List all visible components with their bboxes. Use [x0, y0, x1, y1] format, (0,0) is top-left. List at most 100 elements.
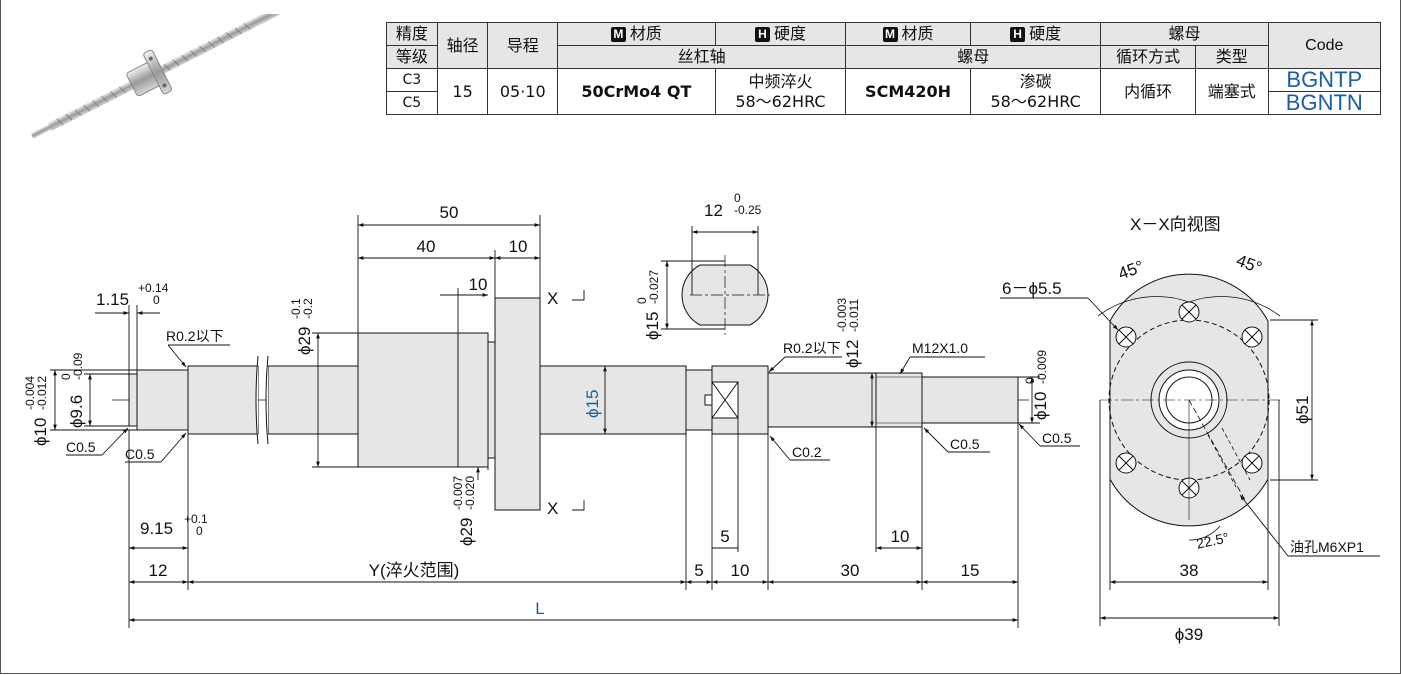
cell-grade-c5: C5: [386, 91, 438, 115]
dim-10-c: 10: [731, 561, 750, 580]
wrench-flat-mark: [704, 381, 739, 419]
hdr-lead: 导程: [487, 22, 559, 69]
material-badge-icon: M: [610, 27, 626, 42]
note-r02-left: R0.2以下: [166, 328, 224, 344]
hdr-precision: 精度: [386, 22, 438, 46]
note-oil-hole: 油孔M6XP1: [1290, 539, 1364, 555]
hdr-material-2-label: 材质: [901, 24, 934, 43]
material-badge-icon: M: [882, 27, 898, 42]
hdr-hardness-2-label: 硬度: [1029, 24, 1062, 43]
angle-45-left: 45°: [1116, 257, 1147, 284]
break-marks: [255, 355, 269, 445]
dim-phi29-top: ϕ29: [295, 327, 314, 355]
flat-section-view: [681, 264, 769, 326]
cell-nut-material: SCM420H: [845, 68, 971, 115]
dim-12-flat-tol-lo: -0.25: [734, 203, 762, 217]
note-c0-5-c: C0.5: [950, 436, 980, 452]
dim-phi15-flat-tol-lo: -0.027: [647, 270, 661, 304]
dim-phi12-tol-lo: -0.011: [847, 299, 861, 332]
header-row-2: 等级 丝杠轴 螺母 循环方式 类型: [386, 45, 1381, 69]
dim-phi29-top-tol-lo: -0.2: [301, 298, 315, 319]
note-c0-5-b: C0.5: [125, 446, 155, 462]
cell-circulation: 内循环: [1100, 68, 1196, 115]
dim-10-d: 10: [891, 527, 910, 546]
angle-22-5: 22.5°: [1195, 529, 1230, 551]
dim-phi9-6-tol-up: 0: [59, 373, 73, 380]
cell-code-bgntp[interactable]: BGNTP: [1267, 68, 1382, 92]
shaft-hardness-value: 58～62HRC: [735, 91, 826, 111]
dim-phi15-main: ϕ15: [583, 390, 602, 418]
dim-phi29-bottom: ϕ29: [457, 518, 476, 546]
ball-screw-thumbnail: [30, 14, 290, 139]
dim-phi29-bottom-tol-up: -0.007: [451, 476, 465, 510]
dim-9-15-tol-up: +0.1: [184, 512, 208, 526]
hdr-code: Code: [1267, 22, 1382, 69]
dim-phi51: ϕ51: [1293, 396, 1312, 424]
dim-9-15-tol-lo: 0: [196, 524, 203, 538]
dim-phi12-tol-up: -0.003: [835, 298, 849, 332]
data-row-2: C5 BGNTN: [386, 91, 1382, 115]
note-r02-right: R0.2以下: [783, 340, 841, 356]
dim-15: 15: [961, 561, 980, 580]
note-holes: 6－ϕ5.5: [1002, 279, 1062, 298]
dim-12-left: 12: [149, 561, 168, 580]
cell-code-bgntn[interactable]: BGNTN: [1267, 91, 1382, 115]
note-c0-5-d: C0.5: [1042, 430, 1072, 446]
dim-phi12: ϕ12: [843, 340, 862, 368]
note-c0-2: C0.2: [792, 444, 822, 460]
dim-phi10-left-tol-lo: -0.012: [35, 376, 49, 410]
hdr-screw-shaft: 丝杠轴: [557, 45, 847, 69]
dim-phi9-6-tol-lo: -0.09: [71, 352, 85, 380]
cell-shaft-dia: 15: [436, 68, 489, 115]
dim-phi15-flat-tol-up: 0: [635, 297, 649, 304]
hdr-grade: 等级: [386, 45, 438, 69]
dim-phi10-right-tol-up: 0: [1023, 377, 1037, 384]
dim-10-nut: 10: [469, 275, 488, 294]
dim-10-top: 10: [509, 237, 528, 256]
dim-phi10-left-tol-up: -0.004: [23, 376, 37, 410]
dim-phi29-top-tol-up: -0.1: [289, 298, 303, 319]
dim-5-b: 5: [720, 527, 729, 546]
dimension-lines: [50, 215, 1380, 628]
cell-grade-c3: C3: [386, 68, 438, 92]
view-title-xx: X－X向视图: [1130, 215, 1221, 234]
dim-phi9-6: ϕ9.6: [67, 395, 86, 428]
dim-40: 40: [417, 237, 436, 256]
dim-L: L: [535, 599, 544, 618]
shaft-hardness-method: 中频淬火: [748, 71, 813, 91]
dimension-texts: 50 40 10 10 X X 1.15 +0.14 0 R0.2以下 ϕ29 …: [23, 191, 1364, 644]
note-m12: M12X1.0: [912, 340, 968, 356]
dim-50: 50: [440, 203, 459, 222]
hdr-type: 类型: [1194, 45, 1269, 69]
dim-30: 30: [841, 561, 860, 580]
cell-type: 端塞式: [1194, 68, 1269, 115]
shaft-outline: [128, 297, 1019, 511]
section-mark-x-top: X: [547, 289, 558, 308]
dim-12-flat-tol-up: 0: [734, 191, 741, 205]
nut-hardness-value: 58～62HRC: [990, 91, 1081, 111]
dim-5-a: 5: [694, 561, 703, 580]
section-mark-x-bottom: X: [547, 499, 558, 518]
hardness-badge-icon: H: [1010, 27, 1026, 42]
dim-1-15-tol-lo: 0: [153, 293, 160, 307]
cell-shaft-material: 50CrMo4 QT: [557, 68, 716, 115]
dim-phi10-left: ϕ10: [31, 418, 50, 446]
dim-phi10-right: ϕ10: [1031, 392, 1050, 420]
dim-38: 38: [1180, 561, 1199, 580]
hdr-hardness-label: 硬度: [773, 24, 806, 43]
hardness-badge-icon: H: [754, 27, 770, 42]
dim-1-15-tol-up: +0.14: [138, 281, 169, 295]
dim-phi29-bottom-tol-lo: -0.020: [463, 476, 477, 510]
angle-45-right: 45°: [1234, 251, 1265, 278]
hdr-material-label: 材质: [629, 24, 662, 43]
